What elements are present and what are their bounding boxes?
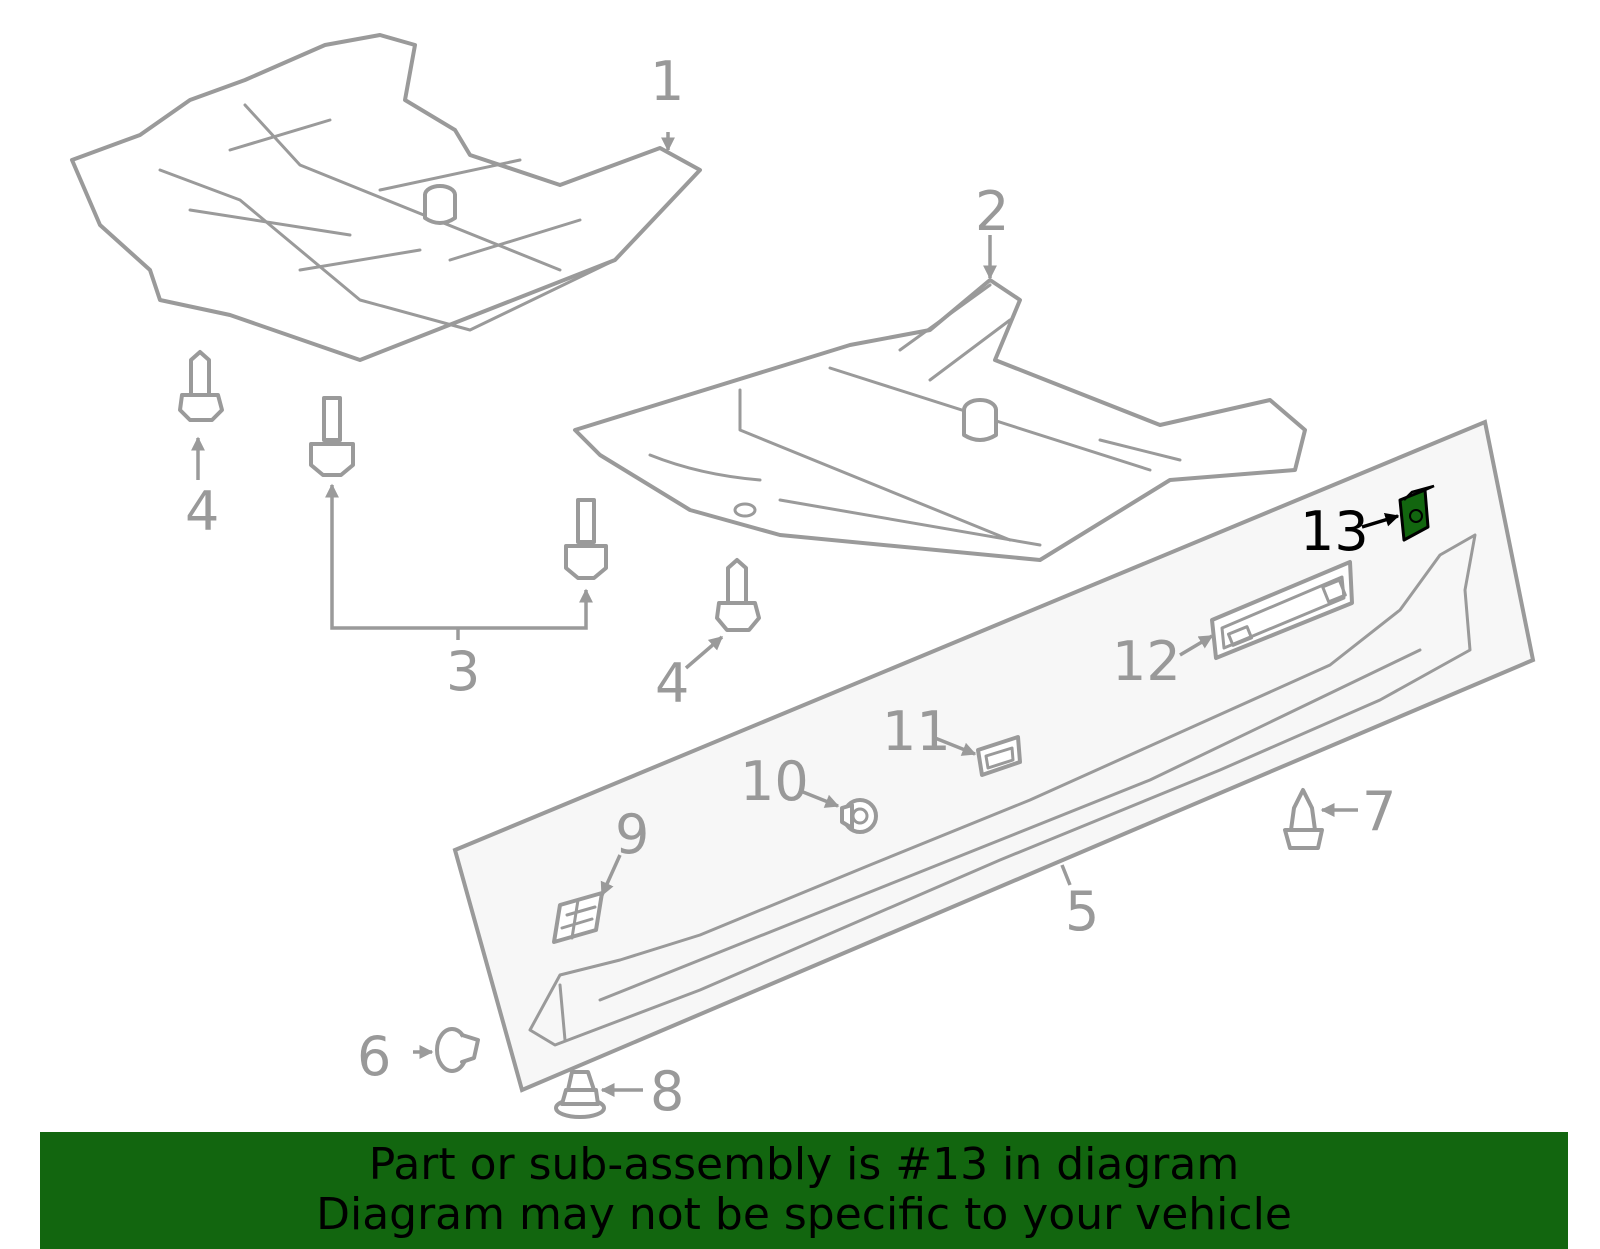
banner-line-1: Part or sub-assembly is #13 in diagram <box>368 1139 1240 1190</box>
retainer-part-6 <box>435 1027 480 1073</box>
callout-12: 12 <box>1112 630 1181 693</box>
callout-4a: 4 <box>185 480 219 543</box>
callout-9: 9 <box>615 803 649 866</box>
callout-1: 1 <box>650 50 684 113</box>
bolt-part-3b <box>564 498 608 580</box>
callout-8: 8 <box>650 1060 684 1123</box>
under-cover-part-2 <box>573 278 1307 562</box>
highlighted-part-13 <box>1398 484 1435 542</box>
leader-3 <box>325 483 593 630</box>
leader-13 <box>1361 512 1400 529</box>
part-info-banner: Part or sub-assembly is #13 in diagram D… <box>40 1132 1568 1249</box>
clip-part-4a <box>178 350 224 422</box>
callout-4b: 4 <box>655 652 689 715</box>
callout-5: 5 <box>1065 880 1099 943</box>
banner-line-2: Diagram may not be specific to your vehi… <box>316 1189 1292 1240</box>
clip-part-4b <box>715 558 761 632</box>
bracket-part-9 <box>552 891 604 944</box>
callout-3: 3 <box>446 640 480 703</box>
nut-part-8 <box>554 1070 606 1119</box>
callout-6: 6 <box>357 1025 391 1088</box>
callout-10: 10 <box>740 750 809 813</box>
bracket-part-12 <box>1210 560 1354 660</box>
splash-shield-part-1 <box>70 33 702 362</box>
callout-2: 2 <box>975 180 1009 243</box>
callout-7: 7 <box>1362 780 1396 843</box>
grommet-part-10 <box>840 798 878 834</box>
callout-11: 11 <box>882 700 951 763</box>
callout-13: 13 <box>1300 500 1369 563</box>
clip-part-11 <box>976 735 1022 777</box>
bolt-part-3a <box>309 396 355 477</box>
push-clip-part-7 <box>1283 788 1324 850</box>
